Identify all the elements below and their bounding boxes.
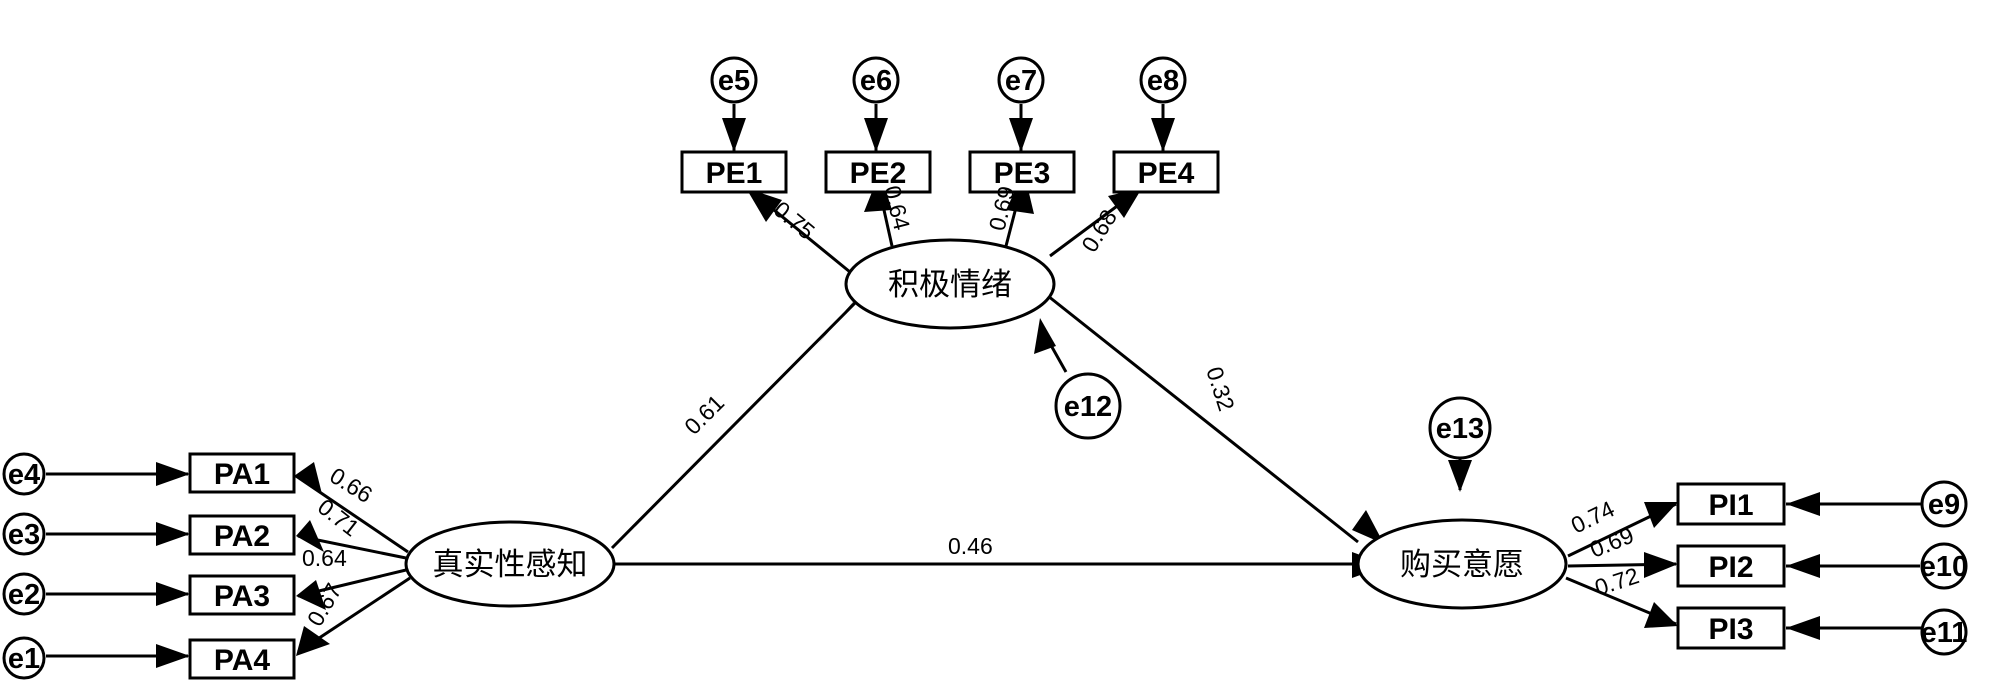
circle-e6 (852, 56, 900, 104)
label-PE1: PE1 (706, 157, 763, 190)
label-latent-pi: 购买意愿 (1400, 547, 1524, 583)
arrowhead-e2 (156, 582, 190, 606)
arrowhead-e4 (156, 462, 190, 486)
coef-ta-PA3: 0.64 (302, 545, 347, 571)
circle-e11 (1920, 608, 1968, 656)
label-e4: e4 (8, 459, 40, 491)
arrowhead-PA2 (296, 520, 324, 552)
coef-ta-pe: 0.61 (679, 389, 729, 439)
box-PI2 (1676, 544, 1786, 588)
label-e6: e6 (860, 65, 892, 97)
label-e8: e8 (1147, 65, 1179, 97)
arrowhead-e11 (1786, 616, 1820, 640)
label-PE4: PE4 (1138, 157, 1195, 190)
label-PI3: PI3 (1708, 613, 1753, 646)
error-labels: e1 e2 e3 e4 e5 e6 e7 e8 e9 e10 e11 e12 e… (8, 65, 1968, 675)
circle-e3 (2, 512, 46, 556)
arrowhead-PI1 (1644, 502, 1678, 528)
arrowhead-e5 (722, 118, 746, 152)
arrowhead-PI3 (1644, 602, 1678, 628)
box-PI1 (1676, 482, 1786, 526)
label-PA2: PA2 (214, 520, 270, 553)
arrowhead-e12 (1034, 318, 1056, 354)
observed-boxes (188, 150, 1786, 680)
circle-e1 (2, 636, 46, 680)
arrowhead-e8 (1151, 118, 1175, 152)
circle-e2 (2, 572, 46, 616)
arrowhead-PA1 (294, 462, 322, 494)
observed-labels: PA1 PA2 PA3 PA4 PE1 PE2 PE3 PE4 PI1 PI2 … (214, 157, 1754, 677)
circle-e8 (1139, 56, 1187, 104)
label-e7: e7 (1005, 65, 1037, 97)
circle-e9 (1920, 480, 1968, 528)
box-PA3 (188, 574, 296, 616)
latent-labels: 真实性感知 积极情绪 购买意愿 (433, 267, 1525, 583)
arrowhead-e13 (1448, 460, 1472, 492)
arrowheads (156, 118, 1820, 668)
arrowhead-PI2 (1644, 552, 1678, 578)
box-PI3 (1676, 606, 1786, 650)
structural-paths (610, 294, 1359, 566)
ellipse-pi (1356, 518, 1568, 610)
label-e5: e5 (718, 65, 750, 97)
arrowhead-e9 (1786, 492, 1820, 516)
box-PE4 (1112, 150, 1220, 194)
box-PE1 (680, 150, 788, 194)
arrowhead-e10 (1786, 554, 1820, 578)
path-pe-to-pi (1047, 294, 1359, 544)
arrowhead-PE1 (746, 188, 782, 222)
label-e13: e13 (1436, 413, 1484, 445)
arrowhead-e7 (1009, 118, 1033, 152)
label-e9: e9 (1928, 489, 1960, 521)
label-e12: e12 (1064, 391, 1112, 423)
coef-ta-pi: 0.46 (948, 533, 993, 559)
label-PA3: PA3 (214, 580, 270, 613)
label-e2: e2 (8, 579, 40, 611)
circle-e5 (710, 56, 758, 104)
circle-e12 (1054, 372, 1122, 440)
label-PE2: PE2 (850, 157, 907, 190)
circle-e7 (997, 56, 1045, 104)
circle-e4 (2, 452, 46, 496)
arrowhead-PA3 (296, 580, 326, 610)
arrowhead-e6 (864, 118, 888, 152)
arrowhead-pi-from-pe (1352, 510, 1384, 544)
label-PA4: PA4 (214, 644, 270, 677)
arrowhead-PA4 (296, 626, 330, 656)
error-circles (2, 56, 1968, 680)
label-latent-pe: 积极情绪 (888, 267, 1012, 303)
arrowhead-e1 (156, 644, 190, 668)
arrowhead-pe (818, 290, 864, 344)
label-e10: e10 (1920, 551, 1968, 583)
box-PE3 (968, 150, 1076, 194)
coef-pe-pi: 0.32 (1201, 364, 1240, 415)
label-e3: e3 (8, 519, 40, 551)
box-PA2 (188, 514, 296, 556)
label-e11: e11 (1921, 617, 1968, 649)
circle-e10 (1920, 542, 1968, 590)
box-PA4 (188, 638, 296, 680)
label-PI2: PI2 (1708, 551, 1753, 584)
label-e1: e1 (8, 643, 40, 675)
coef-pe-PE4: 0.68 (1076, 205, 1122, 257)
coef-pi-PI3: 0.72 (1592, 562, 1643, 601)
label-PE3: PE3 (994, 157, 1051, 190)
box-PA1 (188, 452, 296, 494)
circle-e13 (1428, 396, 1492, 460)
box-PE2 (824, 150, 932, 194)
ellipse-ta (404, 520, 616, 608)
label-latent-ta: 真实性感知 (433, 547, 588, 583)
arrowhead-e3 (156, 522, 190, 546)
ellipse-pe (844, 238, 1056, 330)
arrowhead-PE4 (1108, 188, 1142, 218)
path-ta-to-pe (610, 298, 860, 550)
label-PI1: PI1 (1708, 489, 1753, 522)
label-PA1: PA1 (214, 458, 270, 491)
latent-ellipses (404, 238, 1568, 610)
